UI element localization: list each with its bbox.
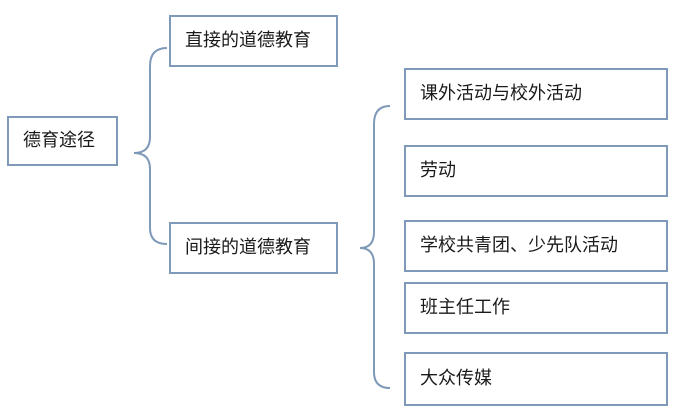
branch-indirect-node: 间接的道德教育	[169, 222, 338, 274]
indirect-item-label: 课外活动与校外活动	[420, 83, 582, 104]
indirect-bracket	[359, 105, 391, 389]
root-node: 德育途径	[7, 116, 118, 166]
branch-direct-label: 直接的道德教育	[185, 30, 311, 51]
indirect-item-label: 班主任工作	[420, 297, 510, 318]
indirect-item-label: 大众传媒	[420, 368, 492, 389]
indirect-item-label: 劳动	[420, 160, 456, 181]
indirect-item-node: 大众传媒	[404, 352, 668, 406]
branch-indirect-label: 间接的道德教育	[185, 237, 311, 258]
indirect-item-node: 劳动	[404, 145, 668, 197]
branch-direct-node: 直接的道德教育	[169, 15, 338, 67]
indirect-item-node: 班主任工作	[404, 282, 668, 334]
indirect-item-label: 学校共青团、少先队活动	[420, 235, 618, 256]
root-label: 德育途径	[23, 130, 95, 151]
indirect-item-node: 学校共青团、少先队活动	[404, 220, 668, 272]
indirect-item-node: 课外活动与校外活动	[404, 68, 668, 120]
root-bracket	[133, 47, 168, 245]
